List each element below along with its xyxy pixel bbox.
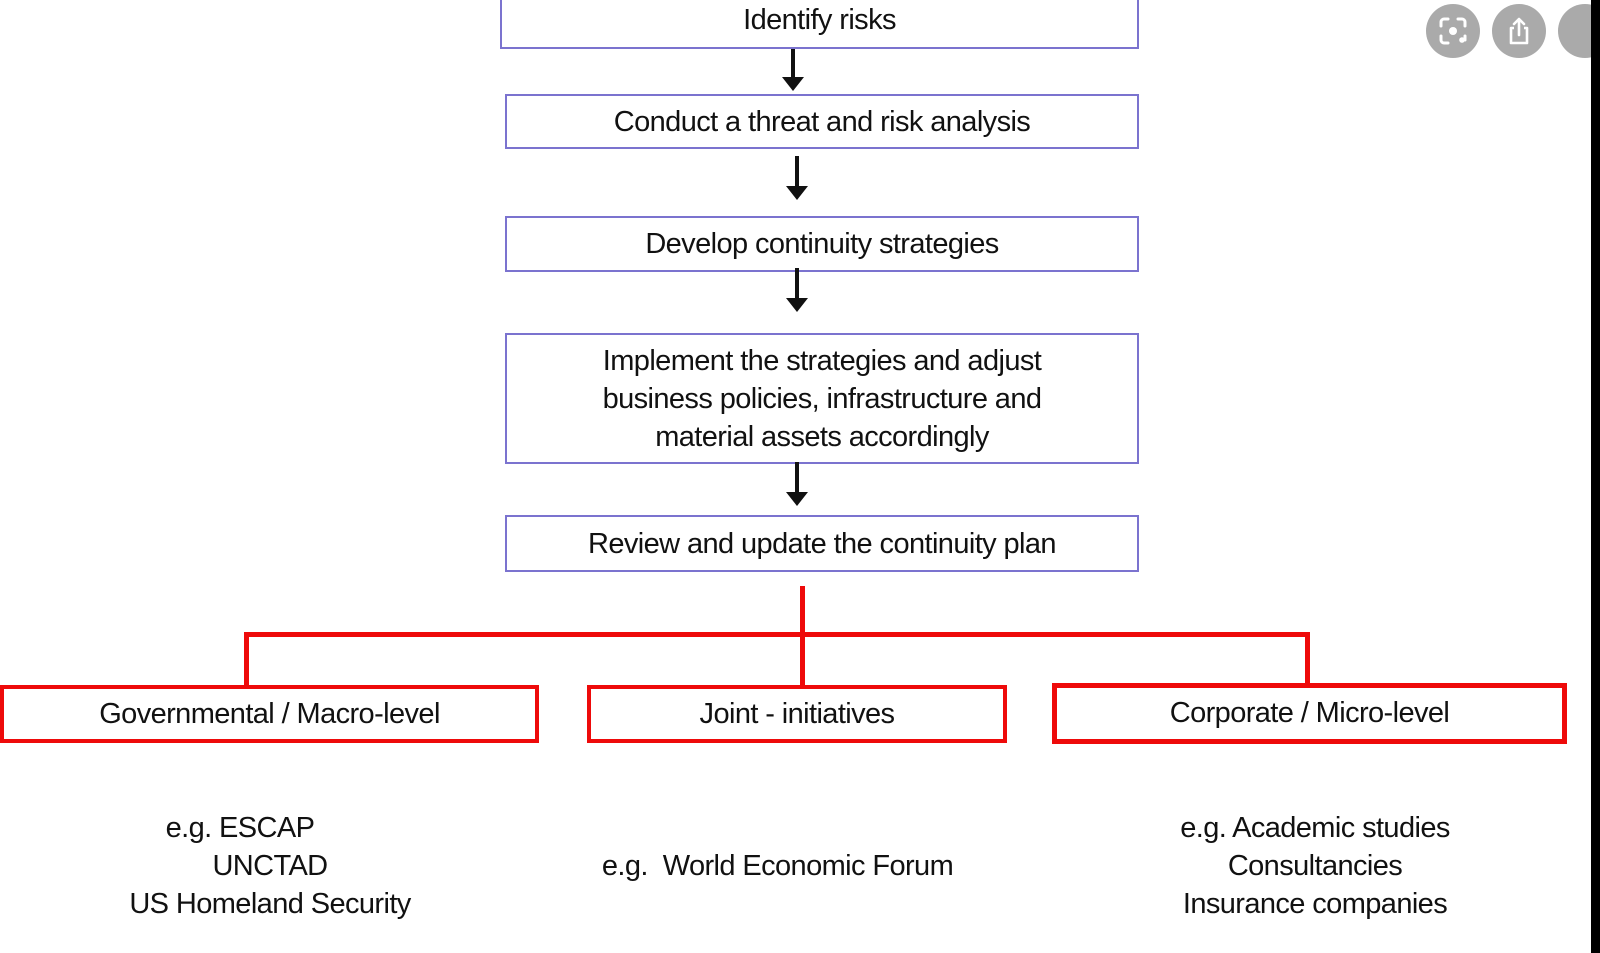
step-label-line: business policies, infrastructure and: [602, 382, 1042, 415]
example-item: e.g. Academic studies: [1180, 812, 1450, 844]
level-governmental: Governmental / Macro-level: [0, 685, 539, 743]
visual-search-icon: [1439, 17, 1467, 45]
level-corporate: Corporate / Micro-level: [1052, 683, 1567, 744]
connector-horizontal: [244, 632, 1310, 637]
arrow-down-icon: [786, 462, 808, 506]
examples-corporate: e.g. Academic studies Consultancies Insu…: [1145, 809, 1485, 923]
level-label: Corporate / Micro-level: [1169, 697, 1450, 729]
step-develop-strategies: Develop continuity strategies: [505, 216, 1139, 272]
example-item: UNCTAD: [212, 850, 328, 882]
share-icon: [1509, 17, 1529, 45]
level-joint: Joint - initiatives: [587, 685, 1007, 743]
window-edge: [1591, 0, 1600, 953]
step-threat-analysis: Conduct a threat and risk analysis: [505, 94, 1139, 149]
connector-trunk: [800, 586, 805, 688]
example-item: Insurance companies: [1182, 888, 1448, 920]
step-implement-strategies: Implement the strategies and adjust busi…: [505, 333, 1139, 464]
arrow-down-icon: [782, 49, 804, 91]
step-identify-risks: Identify risks: [500, 0, 1139, 49]
step-label: Review and update the continuity plan: [588, 527, 1057, 560]
example-item: Consultancies: [1227, 850, 1403, 882]
share-button[interactable]: [1492, 4, 1546, 58]
step-label-line: Implement the strategies and adjust: [602, 344, 1042, 377]
example-item: e.g. World Economic Forum: [601, 850, 954, 882]
step-label: Identify risks: [743, 3, 896, 36]
example-item: e.g. ESCAP: [165, 812, 315, 844]
connector-left: [244, 632, 249, 688]
level-label: Joint - initiatives: [699, 697, 896, 730]
visual-search-button[interactable]: [1426, 4, 1480, 58]
examples-governmental: e.g. ESCAP UNCTAD US Homeland Security: [100, 809, 440, 923]
step-label: Develop continuity strategies: [645, 228, 999, 260]
step-review-plan: Review and update the continuity plan: [505, 515, 1139, 572]
level-label: Governmental / Macro-level: [99, 697, 440, 730]
connector-right: [1305, 632, 1310, 688]
step-label-line: material assets accordingly: [655, 420, 989, 453]
arrow-down-icon: [786, 268, 808, 312]
arrow-down-icon: [786, 156, 808, 200]
example-item: US Homeland Security: [129, 888, 411, 920]
step-label: Conduct a threat and risk analysis: [613, 105, 1031, 138]
examples-joint: e.g. World Economic Forum: [570, 847, 985, 885]
